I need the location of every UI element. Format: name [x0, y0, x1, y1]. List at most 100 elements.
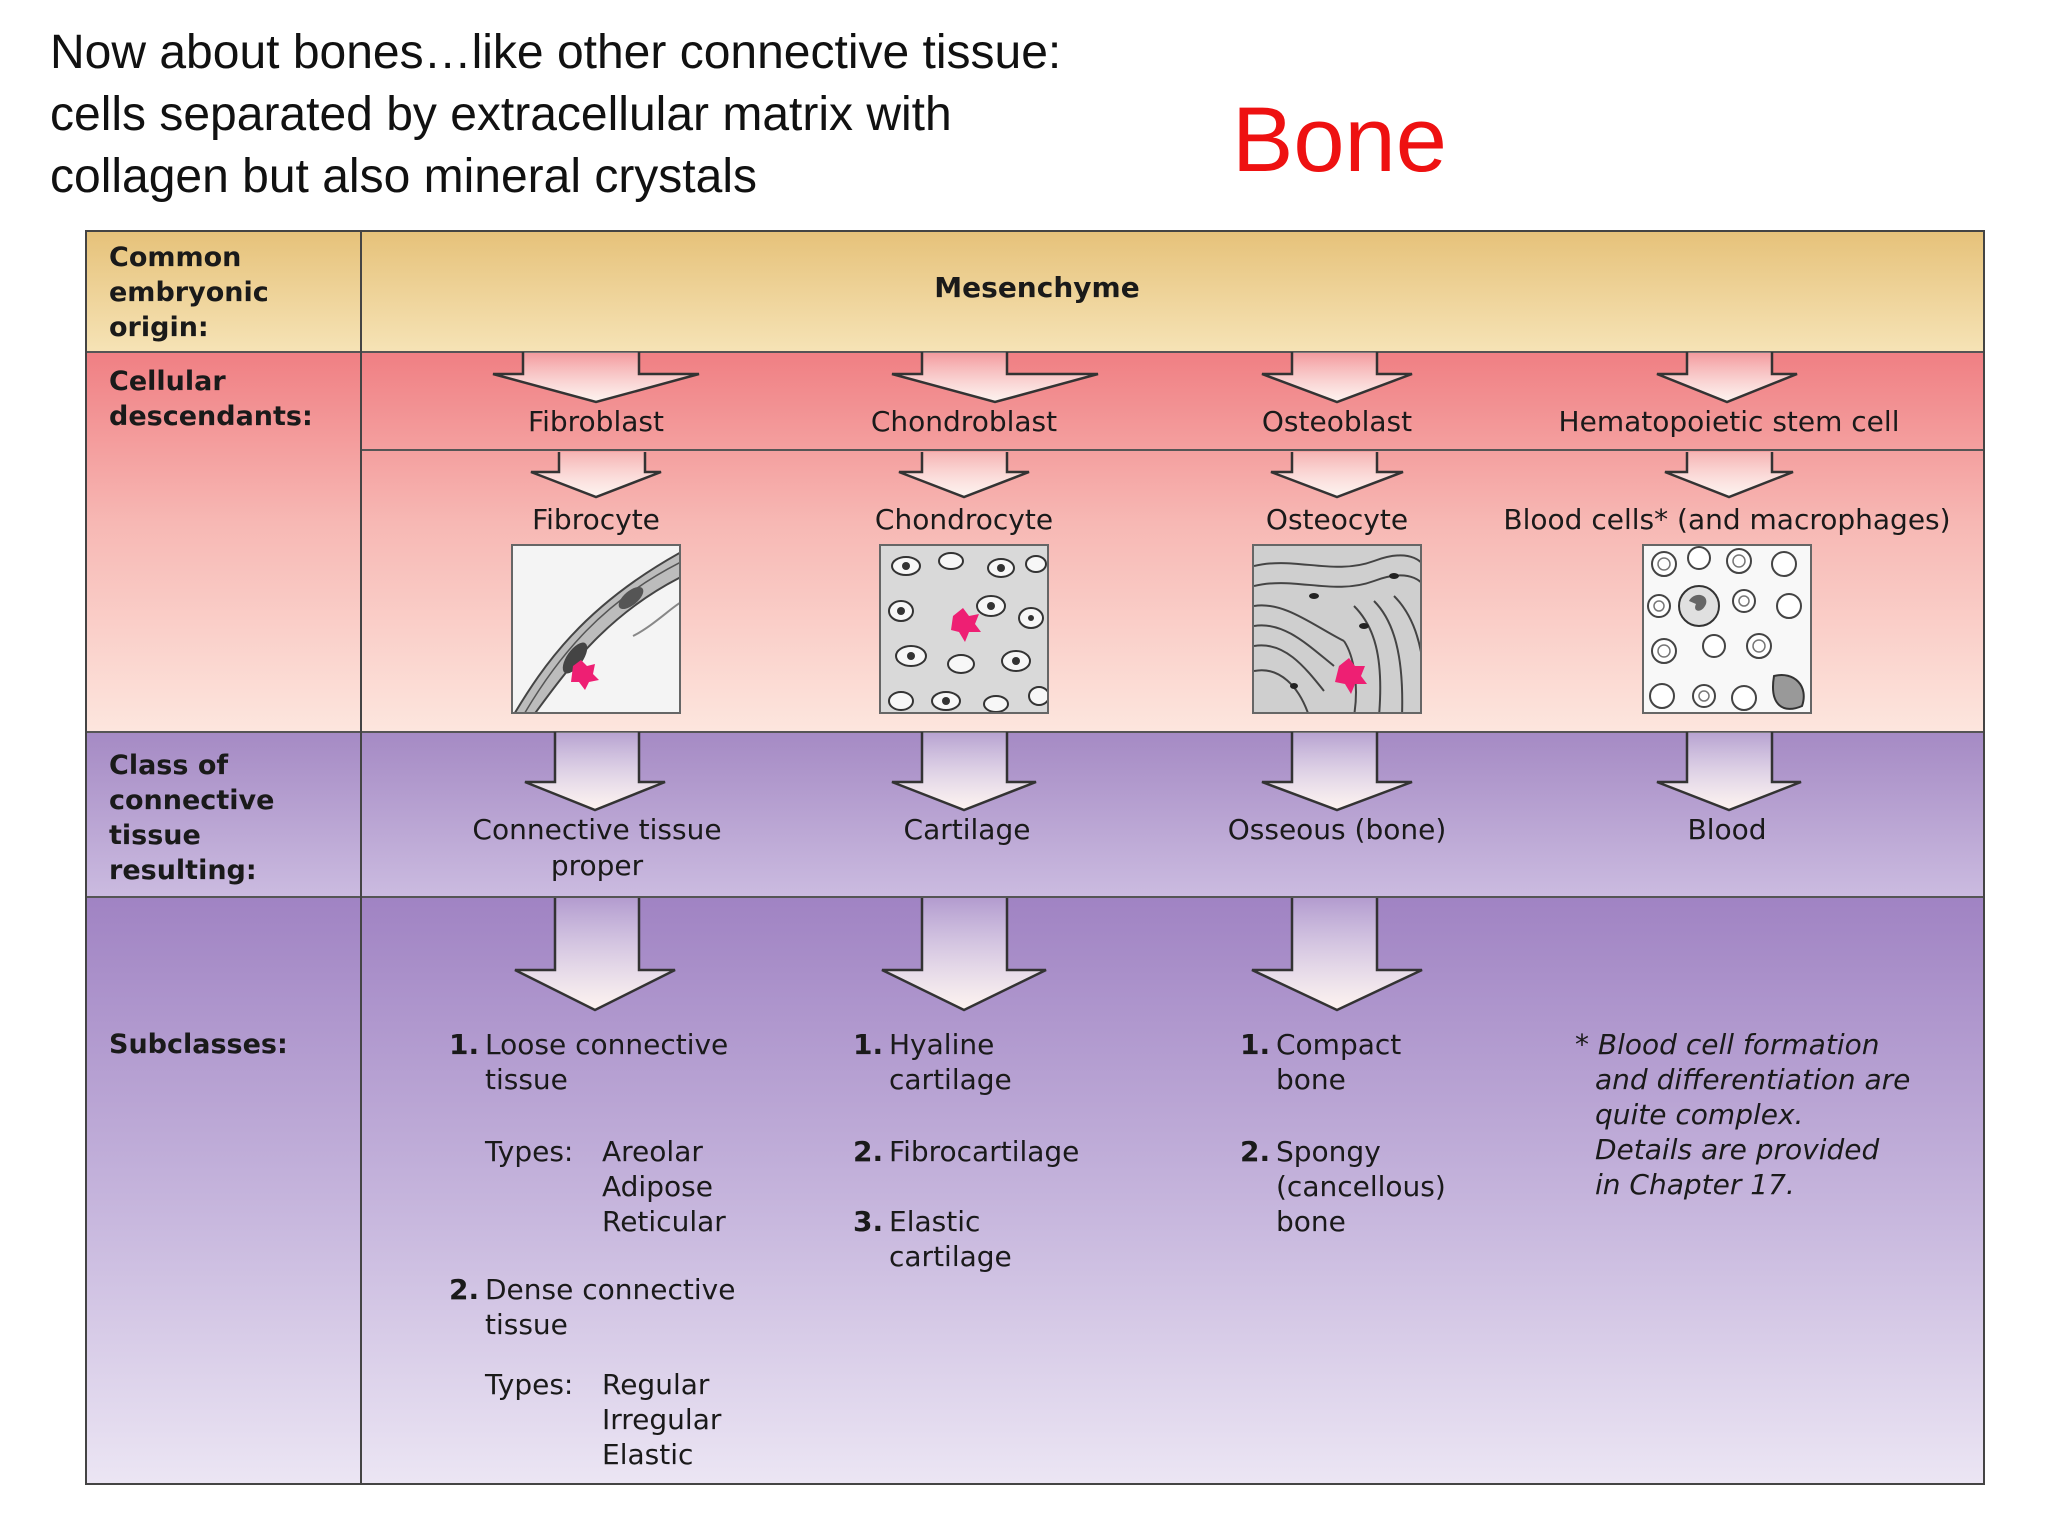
row-label-class-line-3: tissue — [109, 820, 201, 851]
arrow-bone-subclasses — [1251, 898, 1423, 1012]
row-label-class-line-2: connective — [109, 785, 275, 816]
subclass-compact-bone: 1.Compact bone — [1240, 1027, 1401, 1097]
chondrocyte-micrograph — [879, 544, 1049, 714]
arrow-chondrocyte-cartilage — [891, 732, 1037, 812]
intro-text: Now about bones…like other connective ti… — [50, 22, 1061, 208]
dense-types-list: Regular Irregular Elastic — [602, 1367, 721, 1472]
cartilage-1-line-2: cartilage — [889, 1063, 1012, 1096]
arrow-bloodcells-blood — [1656, 732, 1802, 812]
arrow-origin-hematopoietic — [1656, 352, 1798, 404]
intro-line-2: cells separated by extracellular matrix … — [50, 88, 952, 141]
class-osseous-bone: Osseous (bone) — [1227, 813, 1447, 846]
arrow-origin-osteoblast — [1261, 352, 1413, 404]
arrow-chondroblast-chondrocyte — [898, 452, 1030, 499]
mature-osteocyte: Osteocyte — [1265, 503, 1409, 536]
arrow-fibrocyte-ctp — [524, 732, 666, 812]
bone-1-number: 1. — [1240, 1028, 1271, 1061]
arrow-origin-chondroblast — [891, 352, 1099, 404]
row-label-cellular-line-1: Cellular — [109, 366, 226, 397]
class-cartilage: Cartilage — [903, 813, 1031, 846]
type-irregular: Irregular — [602, 1403, 722, 1436]
class-blood: Blood — [1687, 813, 1767, 846]
subclass-loose-number: 1. — [449, 1028, 480, 1061]
cartilage-3-line-1: Elastic — [889, 1205, 981, 1238]
type-areolar: Areolar — [602, 1135, 703, 1168]
arrow-fibroblast-fibrocyte — [530, 452, 662, 499]
row-label-origin: Common embryonic origin: — [109, 240, 269, 345]
arrow-origin-fibroblast — [492, 352, 700, 404]
arrow-cartilage-subclasses — [881, 898, 1047, 1012]
row-label-class-line-4: resulting: — [109, 855, 257, 886]
osteocyte-micrograph — [1252, 544, 1422, 714]
origin-band — [87, 232, 1983, 352]
cartilage-1-number: 1. — [853, 1028, 884, 1061]
subclass-spongy-bone: 2.Spongy (cancellous) bone — [1240, 1134, 1446, 1239]
footnote-line-1: * Blood cell formation — [1575, 1028, 1880, 1061]
class-connective-tissue-proper: Connective tissue proper — [417, 812, 777, 884]
cartilage-1-line-1: Hyaline — [889, 1028, 995, 1061]
arrow-osteoblast-osteocyte — [1270, 452, 1404, 499]
footnote-line-2: and differentiation are — [1595, 1063, 1911, 1096]
row-label-class: Class of connective tissue resulting: — [109, 748, 274, 888]
descendant-chondroblast: Chondroblast — [870, 405, 1058, 438]
page-title: Bone — [1232, 89, 1447, 191]
footnote-line-5: in Chapter 17. — [1595, 1168, 1795, 1201]
class-ctp-line-1: Connective tissue — [472, 813, 722, 846]
row-label-origin-line-2: embryonic — [109, 277, 269, 308]
cartilage-2-number: 2. — [853, 1135, 884, 1168]
type-reticular: Reticular — [602, 1205, 726, 1238]
subclass-dense-line-2: tissue — [485, 1308, 568, 1341]
subclass-fibrocartilage: 2.Fibrocartilage — [853, 1134, 1079, 1169]
row-label-cellular-line-2: descendants: — [109, 401, 313, 432]
blood-cell-footnote: * Blood cell formation and differentiati… — [1575, 1027, 1910, 1202]
blood-cells-micrograph — [1642, 544, 1812, 714]
row-label-cellular: Cellular descendants: — [109, 364, 313, 434]
divider-descendants — [362, 449, 1983, 451]
arrow-hsc-bloodcells — [1664, 452, 1794, 499]
cartilage-2-line-1: Fibrocartilage — [889, 1135, 1080, 1168]
mature-blood-cells: Blood cells* (and macrophages) — [1503, 503, 1951, 536]
divider-class — [87, 731, 1983, 733]
loose-types-label: Types: — [485, 1135, 574, 1168]
subclasses-band — [87, 897, 1983, 1483]
cartilage-3-line-2: cartilage — [889, 1240, 1012, 1273]
bone-2-line-3: bone — [1276, 1205, 1346, 1238]
divider-origin — [87, 351, 1983, 353]
row-label-origin-line-3: origin: — [109, 312, 209, 343]
cartilage-3-number: 3. — [853, 1205, 884, 1238]
arrow-ctp-subclasses — [514, 898, 676, 1012]
divider-subclasses — [87, 896, 1983, 898]
bone-1-line-2: bone — [1276, 1063, 1346, 1096]
subclass-loose-connective-tissue: 1.Loose connective tissue — [449, 1027, 728, 1097]
intro-line-1: Now about bones…like other connective ti… — [50, 26, 1062, 79]
dense-types-label: Types: — [485, 1368, 574, 1401]
row-label-class-line-1: Class of — [109, 750, 229, 781]
fibrocyte-micrograph — [511, 544, 681, 714]
descendant-hematopoietic-stem-cell: Hematopoietic stem cell — [1558, 405, 1900, 438]
descendant-fibroblast: Fibroblast — [528, 405, 664, 438]
bone-1-line-1: Compact — [1276, 1028, 1402, 1061]
subclass-dense-number: 2. — [449, 1273, 480, 1306]
footnote-line-4: Details are provided — [1595, 1133, 1880, 1166]
row-label-origin-line-1: Common — [109, 242, 242, 273]
connective-tissue-diagram: Common embryonic origin: Cellular descen… — [85, 230, 1985, 1485]
mature-fibrocyte: Fibrocyte — [532, 503, 660, 536]
descendant-osteoblast: Osteoblast — [1261, 405, 1413, 438]
type-regular: Regular — [602, 1368, 710, 1401]
type-elastic: Elastic — [602, 1438, 694, 1471]
subclass-dense-connective-tissue: 2.Dense connective tissue — [449, 1272, 735, 1342]
bone-2-line-1: Spongy — [1276, 1135, 1381, 1168]
intro-line-3: collagen but also mineral crystals — [50, 150, 757, 203]
subclass-elastic-cartilage: 3.Elastic cartilage — [853, 1204, 1012, 1274]
row-label-subclasses: Subclasses: — [109, 1029, 288, 1060]
subclass-dense-line-1: Dense connective — [485, 1273, 736, 1306]
bone-2-line-2: (cancellous) — [1276, 1170, 1446, 1203]
class-band — [87, 732, 1983, 897]
mature-chondrocyte: Chondrocyte — [874, 503, 1054, 536]
loose-types-list: Areolar Adipose Reticular — [602, 1134, 726, 1239]
subclass-loose-line-1: Loose connective — [485, 1028, 729, 1061]
origin-mesenchyme: Mesenchyme — [934, 271, 1140, 304]
flow-arrows — [492, 352, 1802, 1012]
subclass-hyaline-cartilage: 1.Hyaline cartilage — [853, 1027, 1012, 1097]
class-ctp-line-2: proper — [550, 849, 644, 882]
